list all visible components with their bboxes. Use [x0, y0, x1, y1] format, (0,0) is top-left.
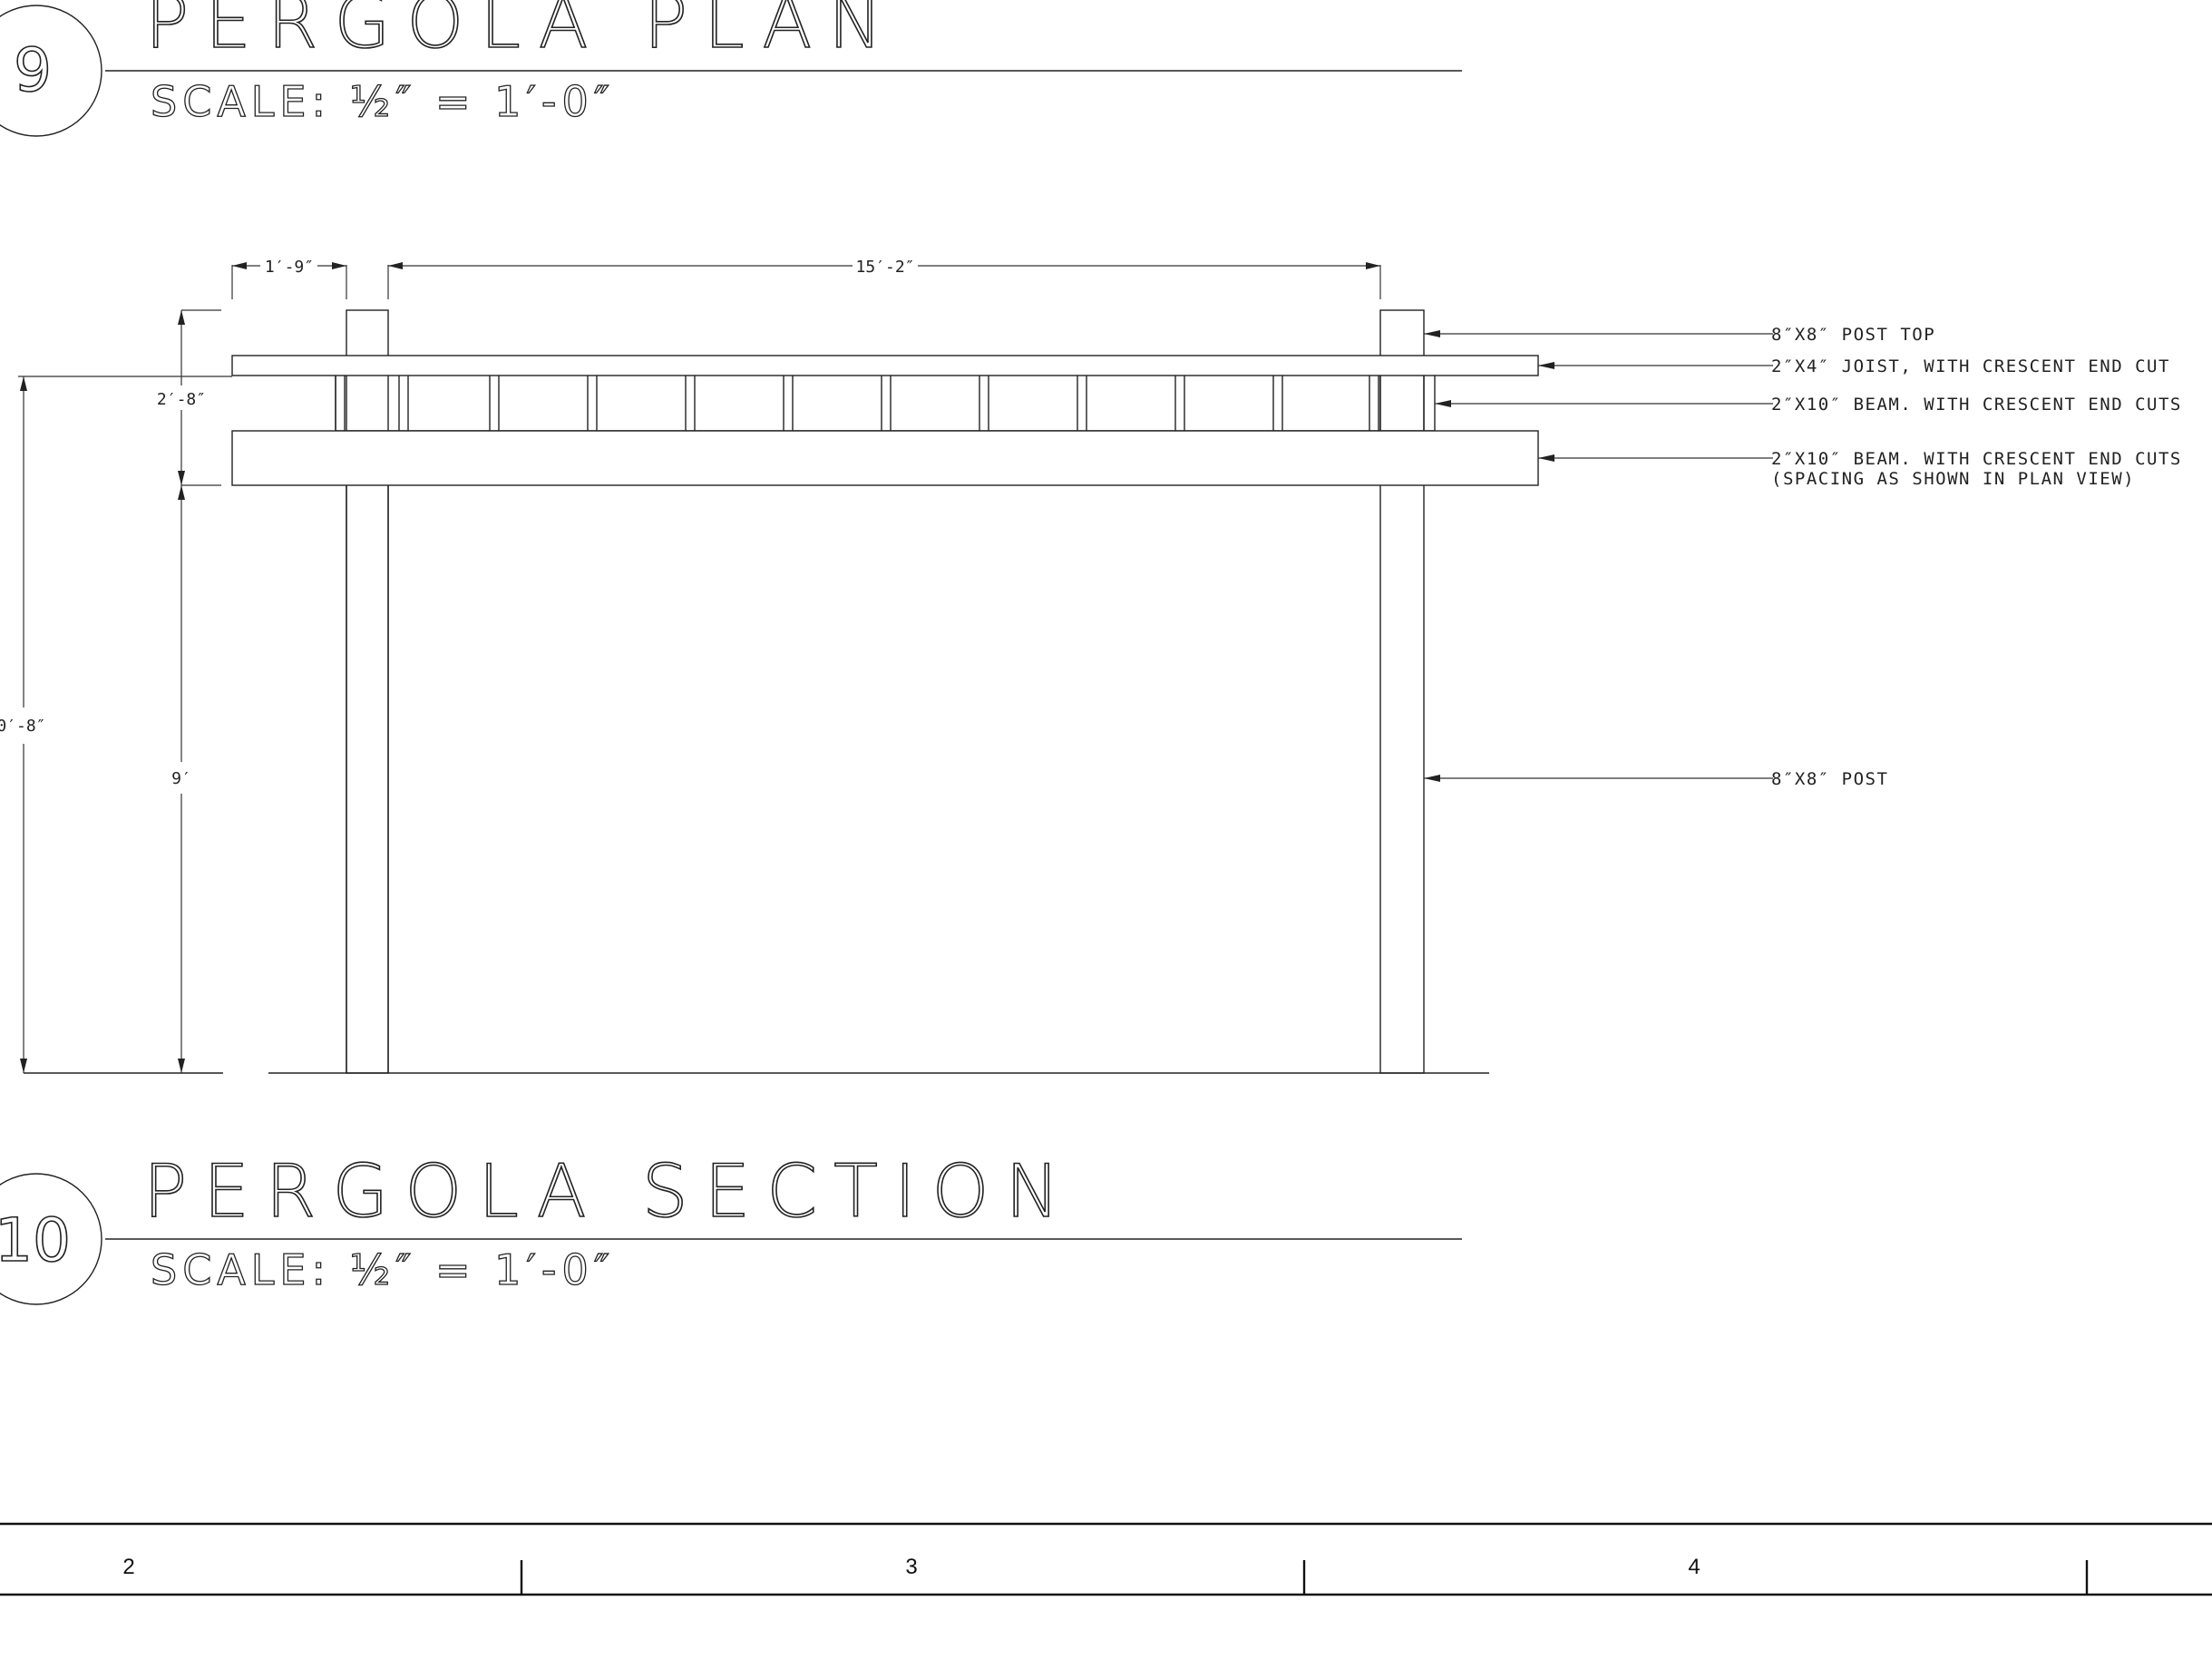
section-detail-bubble [0, 1173, 102, 1305]
sheet-grid-strip: 2 3 4 [0, 1522, 2212, 1596]
callout-beam-upper: 2″X10″ BEAM. WITH CRESCENT END CUTS [1435, 395, 2182, 415]
post-right [1379, 309, 1425, 1074]
dim-span-label: 15′-2″ [855, 258, 914, 277]
grid-label-4: 4 [1688, 1555, 1700, 1579]
callout-text: 8″X8″ POST [1771, 769, 1888, 789]
dim-total-height-label: 10′-8″ [0, 717, 46, 736]
dim-arrow [178, 471, 185, 485]
dim-arrow [332, 262, 346, 269]
dim-post-height-label: 9′ [171, 769, 191, 788]
beam-2x10-lower [231, 430, 1539, 486]
plan-scale: SCALE: ½″ = 1′-0″ [151, 77, 615, 126]
callout-beam-lower: 2″X10″ BEAM. WITH CRESCENT END CUTS (SPA… [1538, 449, 2182, 489]
dim-total-height: 10′-8″ [0, 376, 232, 1073]
dim-beam-depth-label: 2′-8″ [157, 390, 206, 409]
dim-arrow [1366, 262, 1380, 269]
post-left [346, 309, 389, 1074]
dim-arrow [20, 376, 27, 391]
callout-text: 2″X10″ BEAM. WITH CRESCENT END CUTS [1771, 395, 2182, 415]
section-scale: SCALE: ½″ = 1′-0″ [151, 1245, 615, 1294]
grid-label-2: 2 [122, 1555, 134, 1579]
joist-2x4 [231, 355, 1539, 376]
dim-arrow [178, 1059, 185, 1073]
dim-arrow [178, 310, 185, 325]
dim-span: 15′-2″ [387, 258, 1381, 299]
pergola-section-drawing: 1′-9″ 15′-2″ 10′-8″ 2′-8″ [0, 258, 2182, 1074]
callout-text: 2″X10″ BEAM. WITH CRESCENT END CUTS [1771, 449, 2182, 469]
dim-overhang: 1′-9″ [231, 258, 347, 299]
dim-post-height: 9′ [171, 485, 221, 1074]
joist-blocking [335, 376, 1425, 431]
plan-title: PERGOLA PLAN [145, 0, 899, 64]
callout-text-note: (SPACING AS SHOWN IN PLAN VIEW) [1771, 469, 2135, 489]
dim-arrow [178, 485, 185, 500]
dim-arrow [388, 262, 403, 269]
grid-label-3: 3 [905, 1555, 917, 1579]
plan-detail-number: 9 [14, 35, 52, 105]
leader-arrow [1424, 330, 1440, 337]
callout-post-top: 8″X8″ POST TOP [1424, 325, 1935, 345]
section-title-block: 10 PERGOLA SECTION SCALE: ½″ = 1′-0″ [0, 1148, 1462, 1305]
dim-arrow [232, 262, 247, 269]
plan-title-block: 9 PERGOLA PLAN SCALE: ½″ = 1′-0″ [0, 0, 1462, 137]
leader-arrow [1435, 400, 1451, 407]
callout-text: 8″X8″ POST TOP [1771, 325, 1935, 345]
dim-overhang-label: 1′-9″ [265, 258, 314, 277]
plan-detail-bubble [0, 5, 102, 137]
leader-arrow [1424, 775, 1440, 782]
section-title: PERGOLA SECTION [143, 1149, 1076, 1234]
dim-arrow [20, 1059, 27, 1073]
callout-post: 8″X8″ POST [1424, 769, 1888, 789]
callout-joist: 2″X4″ JOIST, WITH CRESCENT END CUT [1538, 356, 2170, 376]
leader-arrow [1538, 454, 1554, 462]
dim-beam-depth: 2′-8″ [157, 309, 221, 486]
leader-arrow [1538, 362, 1554, 369]
callout-text: 2″X4″ JOIST, WITH CRESCENT END CUT [1771, 356, 2170, 376]
section-detail-number: 10 [0, 1205, 71, 1275]
